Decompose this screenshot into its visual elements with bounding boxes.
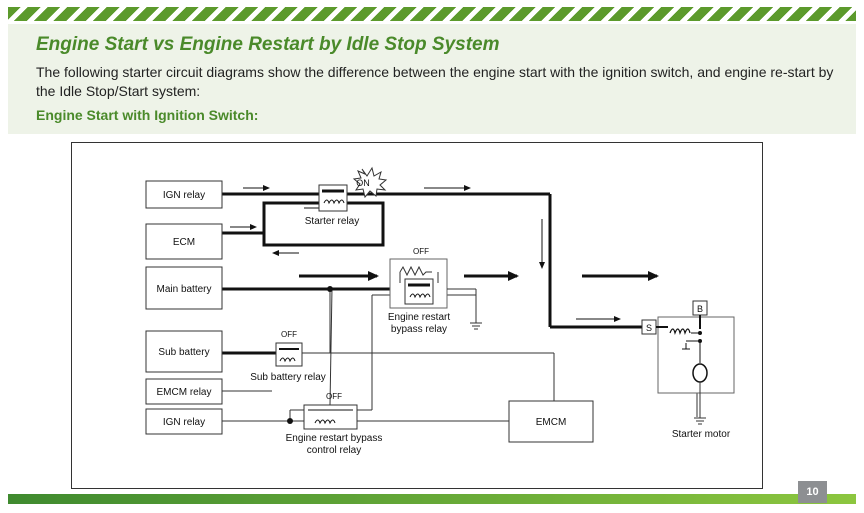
engine-restart-bypass-label-1: Engine restart bbox=[388, 312, 450, 323]
ign-relay-bottom-block bbox=[145, 408, 223, 435]
starter-relay-symbol bbox=[318, 184, 348, 212]
emcm-relay-label: EMCM relay bbox=[156, 387, 211, 398]
emcm-relay-block bbox=[145, 378, 223, 405]
engine-restart-bypass-relay-symbol bbox=[389, 258, 482, 330]
off-bypass-control-label: OFF bbox=[326, 392, 342, 401]
starter-motor-symbol bbox=[641, 300, 735, 425]
sub-battery-relay-label: Sub battery relay bbox=[250, 372, 326, 383]
terminal-b-label: B bbox=[697, 304, 703, 314]
off-restart-bypass-label: OFF bbox=[413, 247, 429, 256]
on-burst-label: ON bbox=[356, 178, 370, 188]
bypass-control-label-1: Engine restart bypass bbox=[286, 433, 383, 444]
emcm-label: EMCM bbox=[536, 417, 567, 428]
sub-battery-label: Sub battery bbox=[158, 347, 209, 358]
bypass-control-relay-symbol bbox=[303, 404, 358, 430]
section-subheading: Engine Start with Ignition Switch: bbox=[36, 107, 259, 123]
engine-restart-bypass-label-2: bypass relay bbox=[391, 324, 447, 335]
page-title: Engine Start vs Engine Restart by Idle S… bbox=[36, 34, 500, 55]
ign-relay-top-label: IGN relay bbox=[163, 190, 205, 201]
header-panel bbox=[8, 24, 856, 134]
bypass-control-label-2: control relay bbox=[307, 445, 361, 456]
starter-motor-label: Starter motor bbox=[672, 429, 731, 440]
ign-relay-top-block bbox=[145, 180, 223, 209]
main-battery-block bbox=[145, 266, 223, 310]
main-battery-label: Main battery bbox=[156, 284, 211, 295]
intro-text: The following starter circuit diagrams s… bbox=[36, 64, 834, 99]
off-sub-battery-label: OFF bbox=[281, 330, 297, 339]
starter-relay-label: Starter relay bbox=[305, 216, 359, 227]
ecm-block bbox=[145, 223, 223, 260]
emcm-block bbox=[508, 400, 594, 443]
top-stripe-decoration bbox=[8, 7, 856, 21]
ecm-label: ECM bbox=[173, 237, 195, 248]
ign-relay-bottom-label: IGN relay bbox=[163, 417, 205, 428]
page-number-badge: 10 bbox=[798, 481, 827, 503]
starter-circuit-diagram: IGN relay ECM Main battery Sub battery E… bbox=[71, 142, 763, 489]
sub-battery-relay-symbol bbox=[275, 342, 303, 367]
on-burst-icon bbox=[352, 166, 388, 199]
footer-bar bbox=[8, 494, 856, 504]
sub-battery-block bbox=[145, 330, 223, 373]
terminal-s-label: S bbox=[646, 323, 652, 333]
